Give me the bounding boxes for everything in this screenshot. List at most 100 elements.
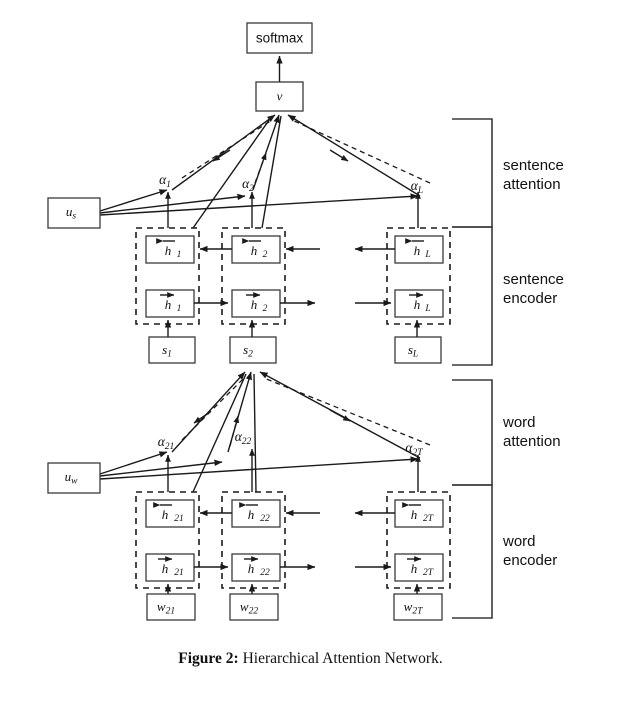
bracket-word-attention [452,379,493,486]
svg-text:encoder: encoder [503,552,557,569]
word-backward-h2T-node [394,499,444,528]
sentence-input-sL-node [394,336,442,364]
svg-text:sentence: sentence [503,271,564,288]
side-label-word-attention: word attention [502,414,561,450]
edge-dashed-arrow-right [329,149,349,162]
alpha-1-label: α1 [159,172,171,190]
sentence-input-s1-node [148,336,196,364]
edge-us-to-alpha2 [99,193,246,214]
sentence-backward-hL-label: h L [405,238,431,260]
sentence-input-sL-label: sL [408,342,418,360]
side-label-word-encoder: word encoder [502,533,557,569]
us-node [47,197,101,229]
svg-text:1: 1 [177,304,182,314]
uw-label: uw [65,469,79,487]
word-input-w21-node [146,593,196,621]
us-label: us [66,204,77,222]
svg-text:word: word [502,533,536,550]
svg-text:h: h [414,297,421,312]
figure-caption-label: Figure 2: [178,650,239,667]
figure-caption: Figure 2: Hierarchical Attention Network… [0,650,621,668]
svg-text:h: h [165,243,172,258]
svg-text:word: word [502,414,536,431]
alpha-22-label: α22 [235,429,252,447]
svg-text:h: h [411,561,418,576]
edge-dashed-alpha2T [263,377,431,446]
svg-text:h: h [251,297,258,312]
svg-text:h: h [162,507,169,522]
svg-text:h: h [248,507,255,522]
bracket-word-encoder [452,484,493,619]
edge-alpha1-to-v [171,114,276,191]
svg-text:L: L [424,250,430,260]
edge-alphaL-to-v [287,114,421,197]
word-backward-h2T-label: h 2T [402,502,434,524]
edge-dashed-arrow-left [212,149,231,162]
svg-text:21: 21 [174,568,184,578]
figure-caption-text: Hierarchical Attention Network. [242,650,443,667]
alpha-2-label: α2 [242,176,254,194]
v-node [255,81,304,112]
word-backward-h21-label: h 21 [153,502,184,524]
sentence-forward-h1-label: h 1 [160,292,182,314]
word-forward-h2T-node [394,553,444,582]
svg-text:21: 21 [174,514,184,524]
sentence-input-s2-node [229,336,277,364]
svg-text:2: 2 [263,304,268,314]
svg-text:h: h [251,243,258,258]
svg-text:h: h [414,243,421,258]
word-input-w21-label: w21 [157,599,175,617]
edge-alpha2-to-v [252,114,280,191]
svg-text:2: 2 [263,250,268,260]
word-forward-h2T-label: h 2T [407,556,434,578]
edge-us-to-alphaL [99,193,419,216]
svg-text:2T: 2T [423,568,434,578]
edge-uw-to-alpha21 [99,451,168,475]
bracket-sentence-attention [452,118,493,228]
sentence-backward-h2-label: h 2 [242,238,268,260]
edge-dashed-arrow-left-word [193,411,211,424]
svg-text:22: 22 [260,568,270,578]
edge-dashed-alphaL [291,119,431,184]
svg-text:h: h [411,507,418,522]
word-input-w2T-label: w2T [404,599,423,617]
edge-wcol2-cross [253,373,257,493]
svg-text:h: h [248,561,255,576]
word-forward-h21-node [145,553,195,582]
word-forward-h22-label: h 22 [244,556,270,578]
word-forward-h21-label: h 21 [158,556,184,578]
word-backward-h22-node [231,499,281,528]
uw-node [47,462,101,494]
word-input-w2T-node [393,593,443,621]
svg-text:2T: 2T [423,514,434,524]
edge-uw-to-alpha2T [99,456,419,480]
sentence-input-s1-label: s1 [162,342,172,360]
edge-us-to-alpha1 [99,189,168,212]
edge-wcol1-cross [192,373,247,493]
v-label: v [277,88,283,103]
sentence-backward-h1-label: h 1 [156,238,181,260]
sentence-forward-h2-label: h 2 [246,292,268,314]
side-label-sentence-encoder: sentence encoder [503,271,564,307]
svg-text:h: h [162,561,169,576]
edge-alpha22-to-s2 [227,371,252,453]
alpha-21-label: α21 [158,434,175,452]
svg-text:22: 22 [260,514,270,524]
alpha-L-label: αL [411,178,423,196]
side-label-sentence-attention: sentence attention [503,157,564,193]
bracket-sentence-encoder [452,226,493,366]
edge-uw-to-alpha22 [99,459,223,477]
word-input-w22-node [229,593,279,621]
edge-dashed-alpha1 [181,119,273,179]
svg-text:h: h [165,297,172,312]
svg-text:attention: attention [503,176,561,193]
svg-text:sentence: sentence [503,157,564,174]
word-backward-h21-node [145,499,195,528]
sentence-forward-hL-label: h L [409,292,431,314]
alpha-2T-label: α2T [405,440,423,458]
svg-text:L: L [424,304,430,314]
word-backward-h22-label: h 22 [239,502,270,524]
edge-dashed-alpha21 [181,377,245,441]
